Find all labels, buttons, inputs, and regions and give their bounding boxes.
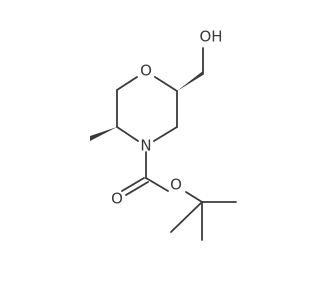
atom-ring-nitrogen: N [140,137,151,155]
bond-c-ester-o [145,177,169,192]
bond-o1-c2 [154,76,178,92]
atom-carbonyl-oxygen: O [111,190,123,208]
wedge-bond-c2-ch2 [177,71,203,91]
bond-n4-c5 [116,126,139,142]
bond-carbonyl-double-a [121,177,145,192]
molecule-diagram: O OH N O O [90,28,237,241]
bond-c3-n4 [153,126,178,142]
bond-c6-o1 [116,76,138,91]
bond-carbonyl-double-b [125,181,149,196]
atom-ester-oxygen: O [170,176,182,194]
atom-ring-oxygen: O [140,62,152,80]
bond-o-tbu [185,191,203,203]
atom-hydroxyl: OH [199,28,222,46]
wedge-bond-c5-methyl [90,127,117,141]
structure-canvas: O OH N O O [90,27,237,241]
bond-tbu-methyl-left [170,201,203,233]
